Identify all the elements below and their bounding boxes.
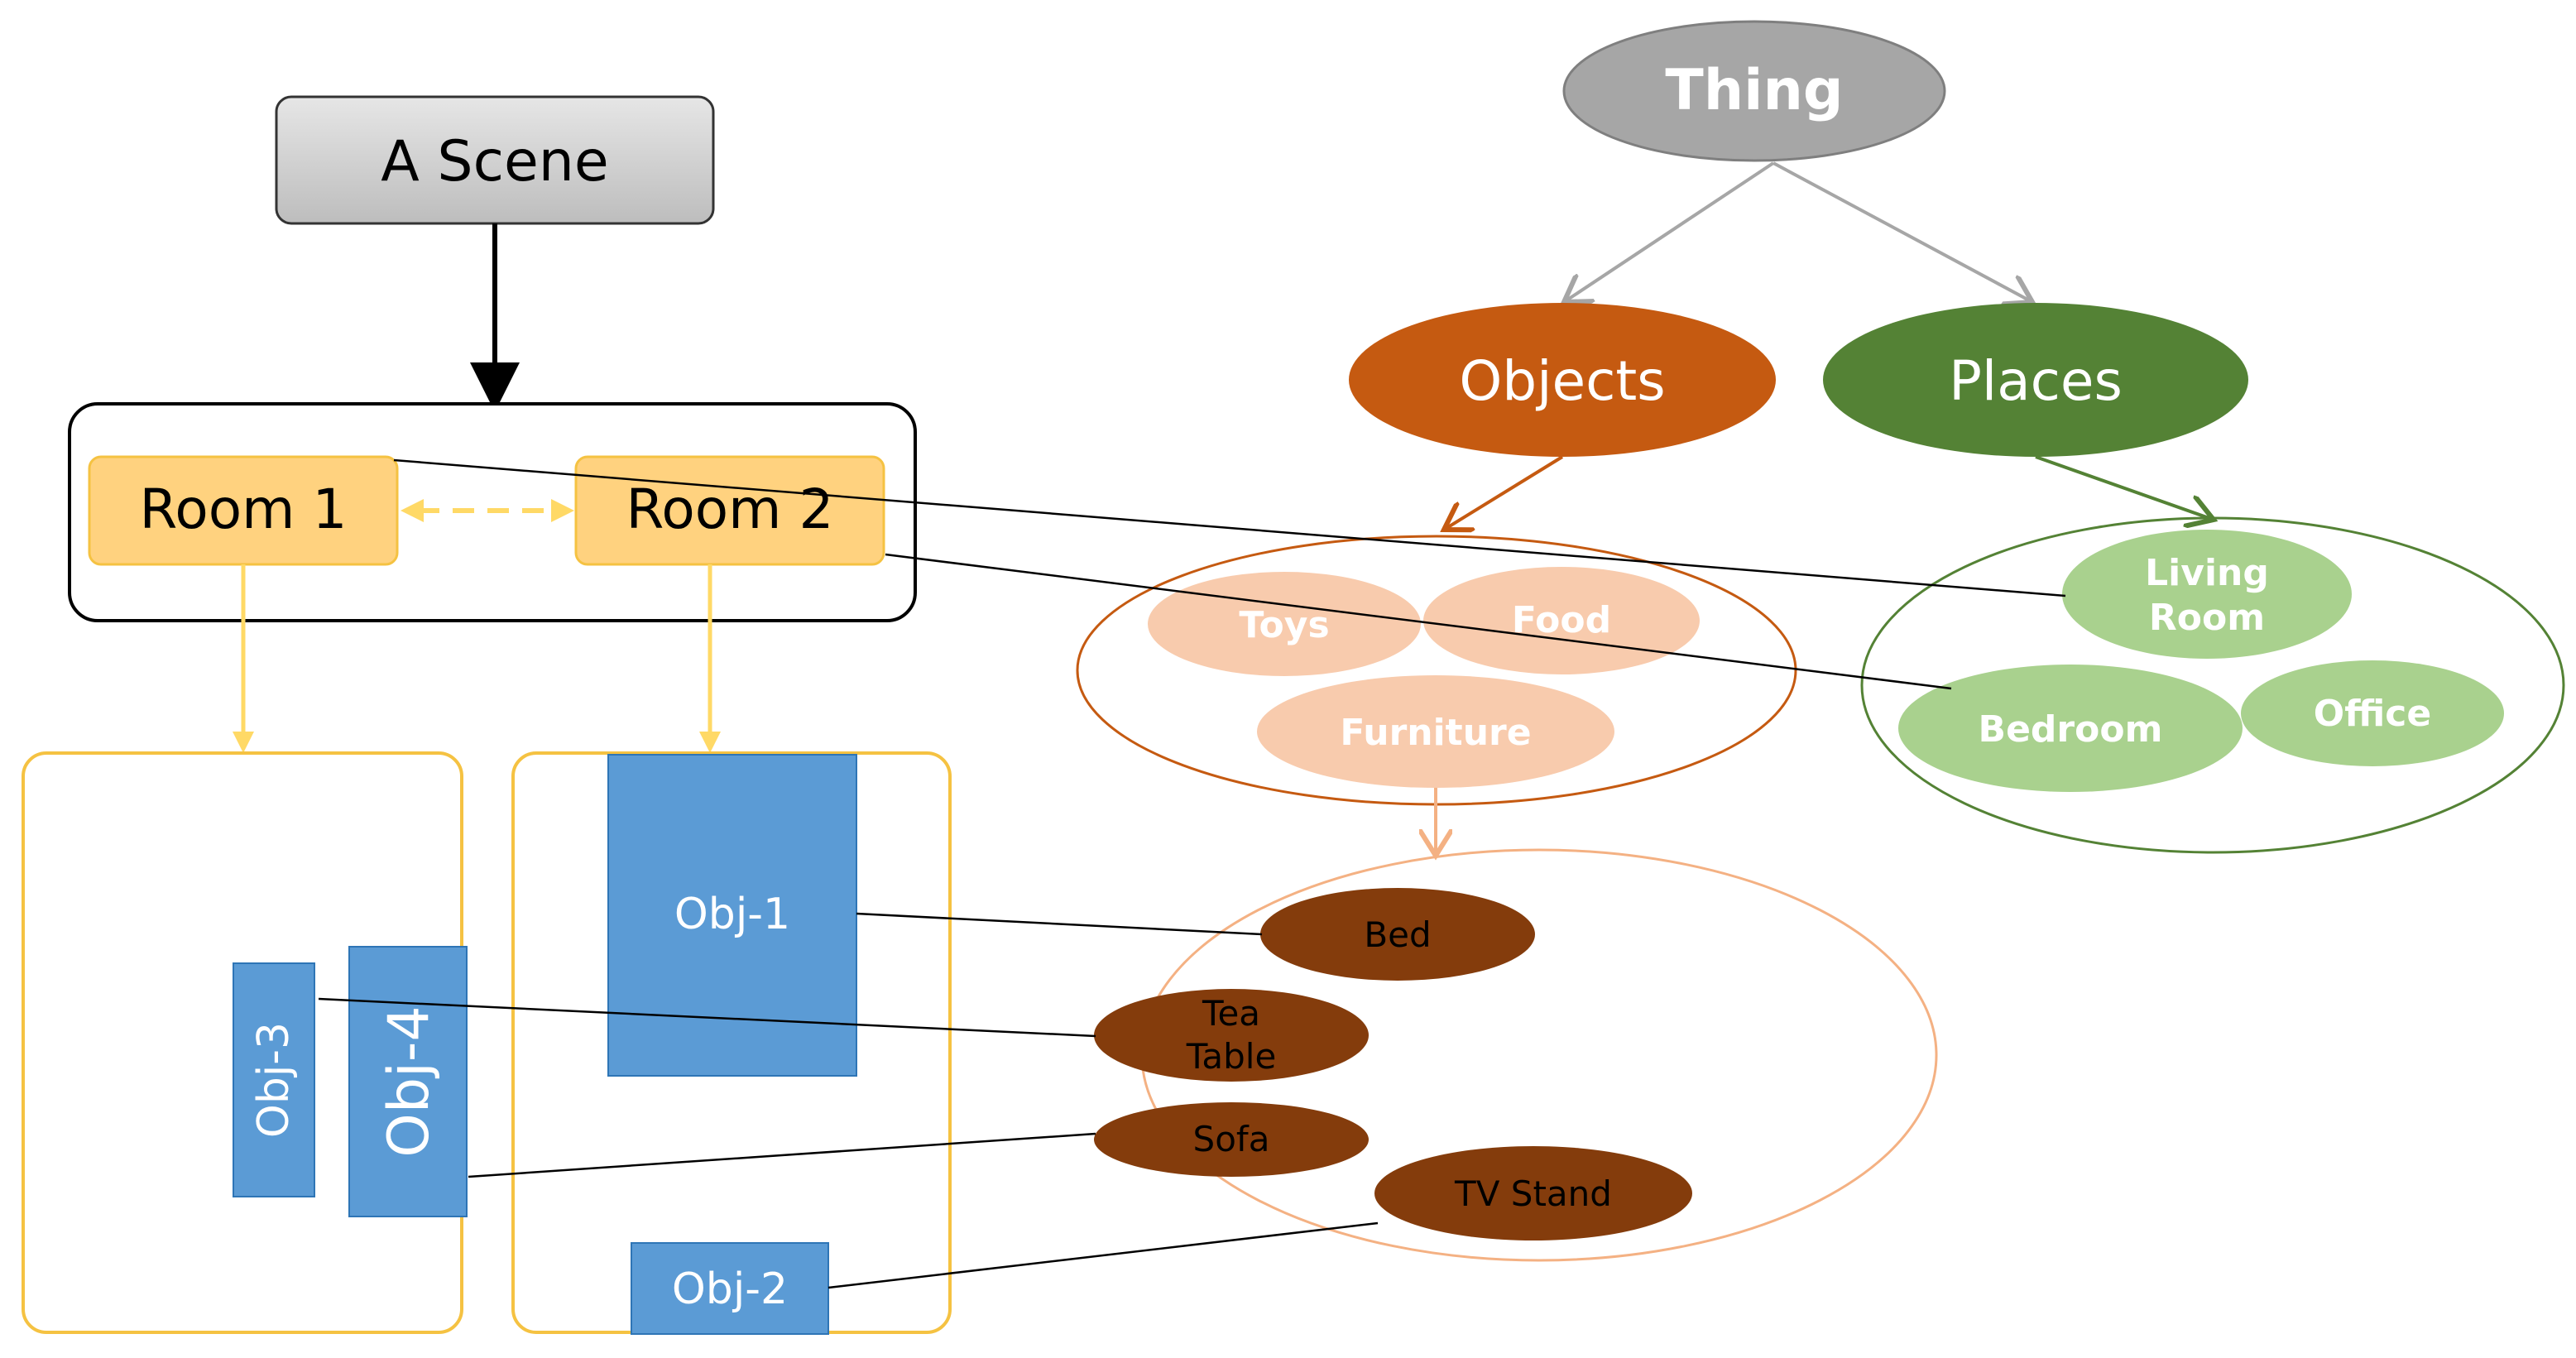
item-tv-stand: TV Stand [1374, 1146, 1692, 1240]
item-tea-table-label-line1: Tea [1202, 993, 1260, 1034]
obj-2-box: Obj-2 [631, 1242, 829, 1335]
place-living-room: Living Room [2062, 530, 2352, 659]
category-furniture-label: Furniture [1340, 712, 1531, 754]
category-furniture: Furniture [1257, 675, 1614, 788]
places-node: Places [1823, 303, 2248, 457]
item-bed: Bed [1260, 888, 1535, 981]
room-2-to-area-arrow [699, 564, 721, 753]
category-toys: Toys [1148, 572, 1421, 676]
place-bedroom: Bedroom [1898, 665, 2243, 792]
room-1-to-area-arrow [233, 564, 254, 753]
place-living-room-label-line1: Living [2145, 552, 2269, 594]
place-categories-group [1860, 516, 2565, 854]
objects-label: Objects [1459, 349, 1665, 413]
category-toys-label: Toys [1239, 604, 1329, 646]
mapping-lines [318, 458, 2066, 1289]
thing-label: Thing [1665, 58, 1843, 123]
item-tv-stand-label: TV Stand [1454, 1173, 1612, 1214]
scene-node: A Scene [275, 95, 715, 225]
item-bed-label: Bed [1364, 914, 1431, 955]
obj-3-box: Obj-3 [233, 962, 315, 1197]
scene-title: A Scene [381, 129, 608, 194]
thing-node: Thing [1562, 20, 1946, 162]
places-label: Places [1949, 349, 2123, 413]
item-tea-table-label-line2: Table [1186, 1036, 1277, 1077]
room-1-label: Room 1 [140, 477, 348, 541]
map-room2-bedroom [885, 553, 1952, 690]
obj-4-label: Obj-4 [377, 1005, 442, 1157]
place-living-room-label-line2: Room [2149, 597, 2265, 639]
category-food: Food [1423, 567, 1700, 674]
map-obj1-bed [856, 912, 1263, 936]
place-bedroom-label: Bedroom [1979, 708, 2163, 751]
map-room1-living-room [393, 458, 2066, 597]
map-obj2-tv-stand [827, 1221, 1379, 1289]
room-1: Room 1 [88, 455, 399, 566]
obj-2-label: Obj-2 [672, 1264, 788, 1314]
item-sofa-label: Sofa [1193, 1119, 1270, 1159]
places-to-categories-arrow [2035, 455, 2214, 520]
thing-to-objects-arrow [1564, 161, 1775, 302]
room-adjacency-arrow [401, 499, 574, 522]
map-obj4-sofa [468, 1132, 1096, 1178]
item-sofa: Sofa [1094, 1102, 1369, 1177]
objects-node: Objects [1349, 303, 1776, 457]
map-obj3-tea-table [318, 997, 1096, 1038]
obj-1-box: Obj-1 [607, 754, 857, 1077]
obj-4-box: Obj-4 [348, 946, 468, 1217]
room-2: Room 2 [574, 455, 885, 566]
item-tea-table: Tea Table [1094, 989, 1369, 1082]
thing-to-places-arrow [1772, 161, 2032, 302]
obj-1-label: Obj-1 [674, 890, 790, 939]
place-office: Office [2241, 660, 2504, 766]
place-office-label: Office [2314, 693, 2431, 735]
objects-to-categories-arrow [1444, 455, 1564, 530]
obj-3-label: Obj-3 [249, 1022, 299, 1138]
